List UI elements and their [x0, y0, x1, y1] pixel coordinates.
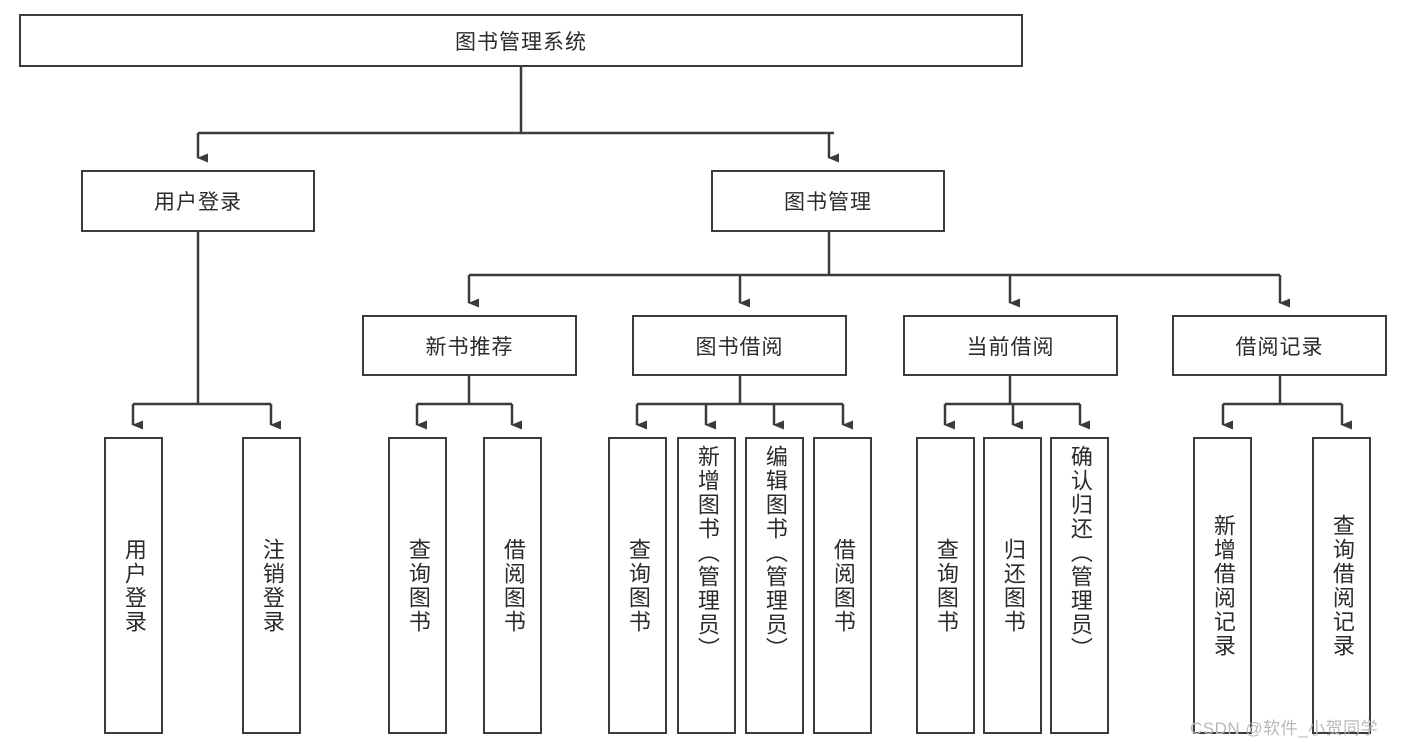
- leaf-book-borrow-edit[interactable]: 编辑图书（管理员）: [745, 437, 804, 734]
- leaf-user-login-logout[interactable]: 注销登录: [242, 437, 301, 734]
- node-book-borrow[interactable]: 图书借阅: [632, 315, 847, 376]
- leaf-label: 编辑图书（管理员）: [762, 445, 788, 661]
- leaf-label: 借阅图书: [500, 537, 526, 634]
- leaf-label: 查询图书: [625, 537, 651, 634]
- leaf-borrow-record-query[interactable]: 查询借阅记录: [1312, 437, 1371, 734]
- node-label: 图书管理系统: [455, 30, 587, 54]
- leaf-label: 用户登录: [121, 537, 147, 634]
- node-label: 图书管理: [784, 191, 872, 214]
- leaf-label: 查询借阅记录: [1329, 513, 1355, 658]
- leaf-book-borrow-borrow[interactable]: 借阅图书: [813, 437, 872, 734]
- leaf-label: 确认归还（管理员）: [1067, 445, 1093, 661]
- leaf-label: 借阅图书: [830, 537, 856, 634]
- leaf-label: 查询图书: [405, 537, 431, 634]
- node-new-book-recommend[interactable]: 新书推荐: [362, 315, 577, 376]
- leaf-current-borrow-return[interactable]: 归还图书: [983, 437, 1042, 734]
- node-label: 用户登录: [154, 191, 242, 214]
- node-borrow-record[interactable]: 借阅记录: [1172, 315, 1387, 376]
- leaf-user-login-login[interactable]: 用户登录: [104, 437, 163, 734]
- watermark-text: CSDN @软件_小贺同学: [1190, 719, 1379, 738]
- leaf-current-borrow-confirm-return[interactable]: 确认归还（管理员）: [1050, 437, 1109, 734]
- leaf-label: 新增图书（管理员）: [694, 445, 720, 661]
- node-label: 借阅记录: [1235, 335, 1324, 359]
- node-book-management-system[interactable]: 图书管理系统: [19, 14, 1023, 67]
- leaf-new-book-borrow[interactable]: 借阅图书: [483, 437, 542, 734]
- leaf-current-borrow-query[interactable]: 查询图书: [916, 437, 975, 734]
- leaf-new-book-query[interactable]: 查询图书: [388, 437, 447, 734]
- node-label: 当前借阅: [966, 335, 1055, 359]
- leaf-label: 新增借阅记录: [1210, 513, 1236, 658]
- leaf-borrow-record-add[interactable]: 新增借阅记录: [1193, 437, 1252, 734]
- leaf-book-borrow-query[interactable]: 查询图书: [608, 437, 667, 734]
- node-label: 图书借阅: [695, 335, 784, 359]
- node-user-login[interactable]: 用户登录: [81, 170, 315, 232]
- node-label: 新书推荐: [425, 335, 514, 359]
- leaf-label: 查询图书: [933, 537, 959, 634]
- node-book-management[interactable]: 图书管理: [711, 170, 945, 232]
- leaf-book-borrow-add[interactable]: 新增图书（管理员）: [677, 437, 736, 734]
- leaf-label: 注销登录: [259, 537, 285, 634]
- node-current-borrow[interactable]: 当前借阅: [903, 315, 1118, 376]
- leaf-label: 归还图书: [1000, 537, 1026, 634]
